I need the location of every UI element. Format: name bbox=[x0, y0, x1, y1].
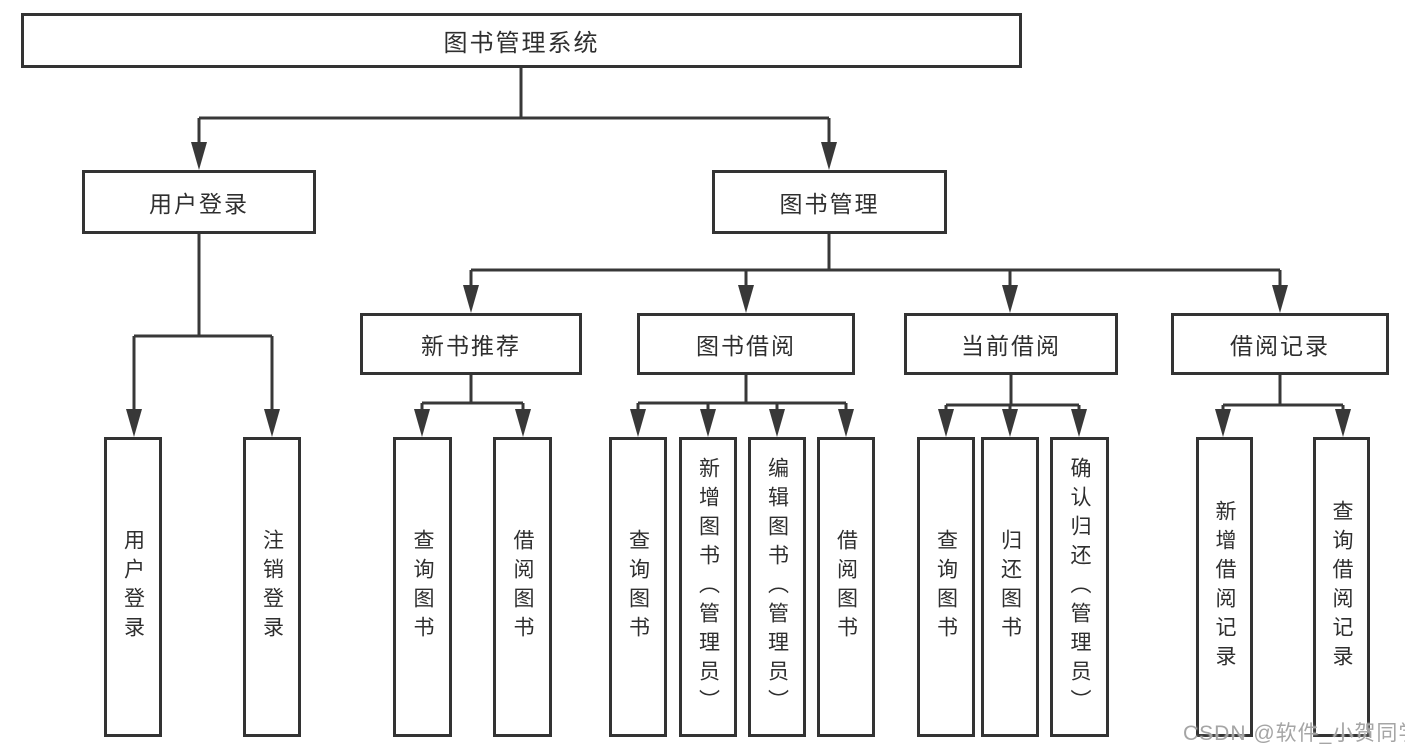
node-book-borrowing: 图书借阅 bbox=[637, 313, 855, 375]
node-borrowing-records: 借阅记录 bbox=[1171, 313, 1389, 375]
leaf-label: 查询图书 bbox=[626, 529, 650, 645]
leaf-user-login: 用户登录 bbox=[104, 437, 162, 737]
leaf-label: 注销登录 bbox=[260, 529, 284, 645]
leaf-return-books: 归还图书 bbox=[981, 437, 1039, 737]
leaf-edit-book-admin: 编辑图书（管理员） bbox=[748, 437, 806, 737]
leaf-confirm-return-admin: 确认归还（管理员） bbox=[1050, 437, 1109, 737]
node-new-book-recommendation: 新书推荐 bbox=[360, 313, 582, 375]
node-user-login: 用户登录 bbox=[82, 170, 316, 234]
leaf-borrow-books-recommend: 借阅图书 bbox=[493, 437, 552, 737]
node-label: 新书推荐 bbox=[421, 333, 521, 359]
leaf-add-borrow-record: 新增借阅记录 bbox=[1196, 437, 1253, 737]
leaf-logout: 注销登录 bbox=[243, 437, 301, 737]
leaf-label: 用户登录 bbox=[121, 529, 145, 645]
leaf-borrow-books-borrowing: 借阅图书 bbox=[817, 437, 875, 737]
leaf-label: 新增借阅记录 bbox=[1213, 500, 1236, 674]
leaf-label: 归还图书 bbox=[998, 529, 1022, 645]
node-label: 图书管理 bbox=[779, 191, 880, 217]
node-library-management-system: 图书管理系统 bbox=[21, 13, 1022, 68]
leaf-query-books-current: 查询图书 bbox=[917, 437, 975, 737]
node-label: 图书管理系统 bbox=[443, 30, 600, 57]
leaf-label: 查询图书 bbox=[934, 529, 958, 645]
node-book-management: 图书管理 bbox=[712, 170, 947, 234]
csdn-watermark: CSDN @软件_小贺同学 bbox=[1183, 722, 1405, 745]
leaf-label: 借阅图书 bbox=[834, 529, 858, 645]
node-label: 用户登录 bbox=[149, 191, 249, 217]
node-current-borrowing: 当前借阅 bbox=[904, 313, 1118, 375]
leaf-label: 查询借阅记录 bbox=[1330, 500, 1353, 674]
node-label: 当前借阅 bbox=[961, 333, 1061, 359]
node-label: 图书借阅 bbox=[696, 333, 796, 359]
leaf-query-books-borrowing: 查询图书 bbox=[609, 437, 667, 737]
leaf-add-book-admin: 新增图书（管理员） bbox=[679, 437, 737, 737]
leaf-label: 编辑图书（管理员） bbox=[765, 456, 789, 718]
leaf-query-borrow-record: 查询借阅记录 bbox=[1313, 437, 1370, 737]
leaf-query-books-recommend: 查询图书 bbox=[393, 437, 452, 737]
leaf-label: 查询图书 bbox=[411, 529, 434, 645]
node-label: 借阅记录 bbox=[1230, 333, 1330, 359]
leaf-label: 确认归还（管理员） bbox=[1068, 456, 1091, 718]
leaf-label: 借阅图书 bbox=[511, 529, 534, 645]
leaf-label: 新增图书（管理员） bbox=[696, 456, 720, 718]
